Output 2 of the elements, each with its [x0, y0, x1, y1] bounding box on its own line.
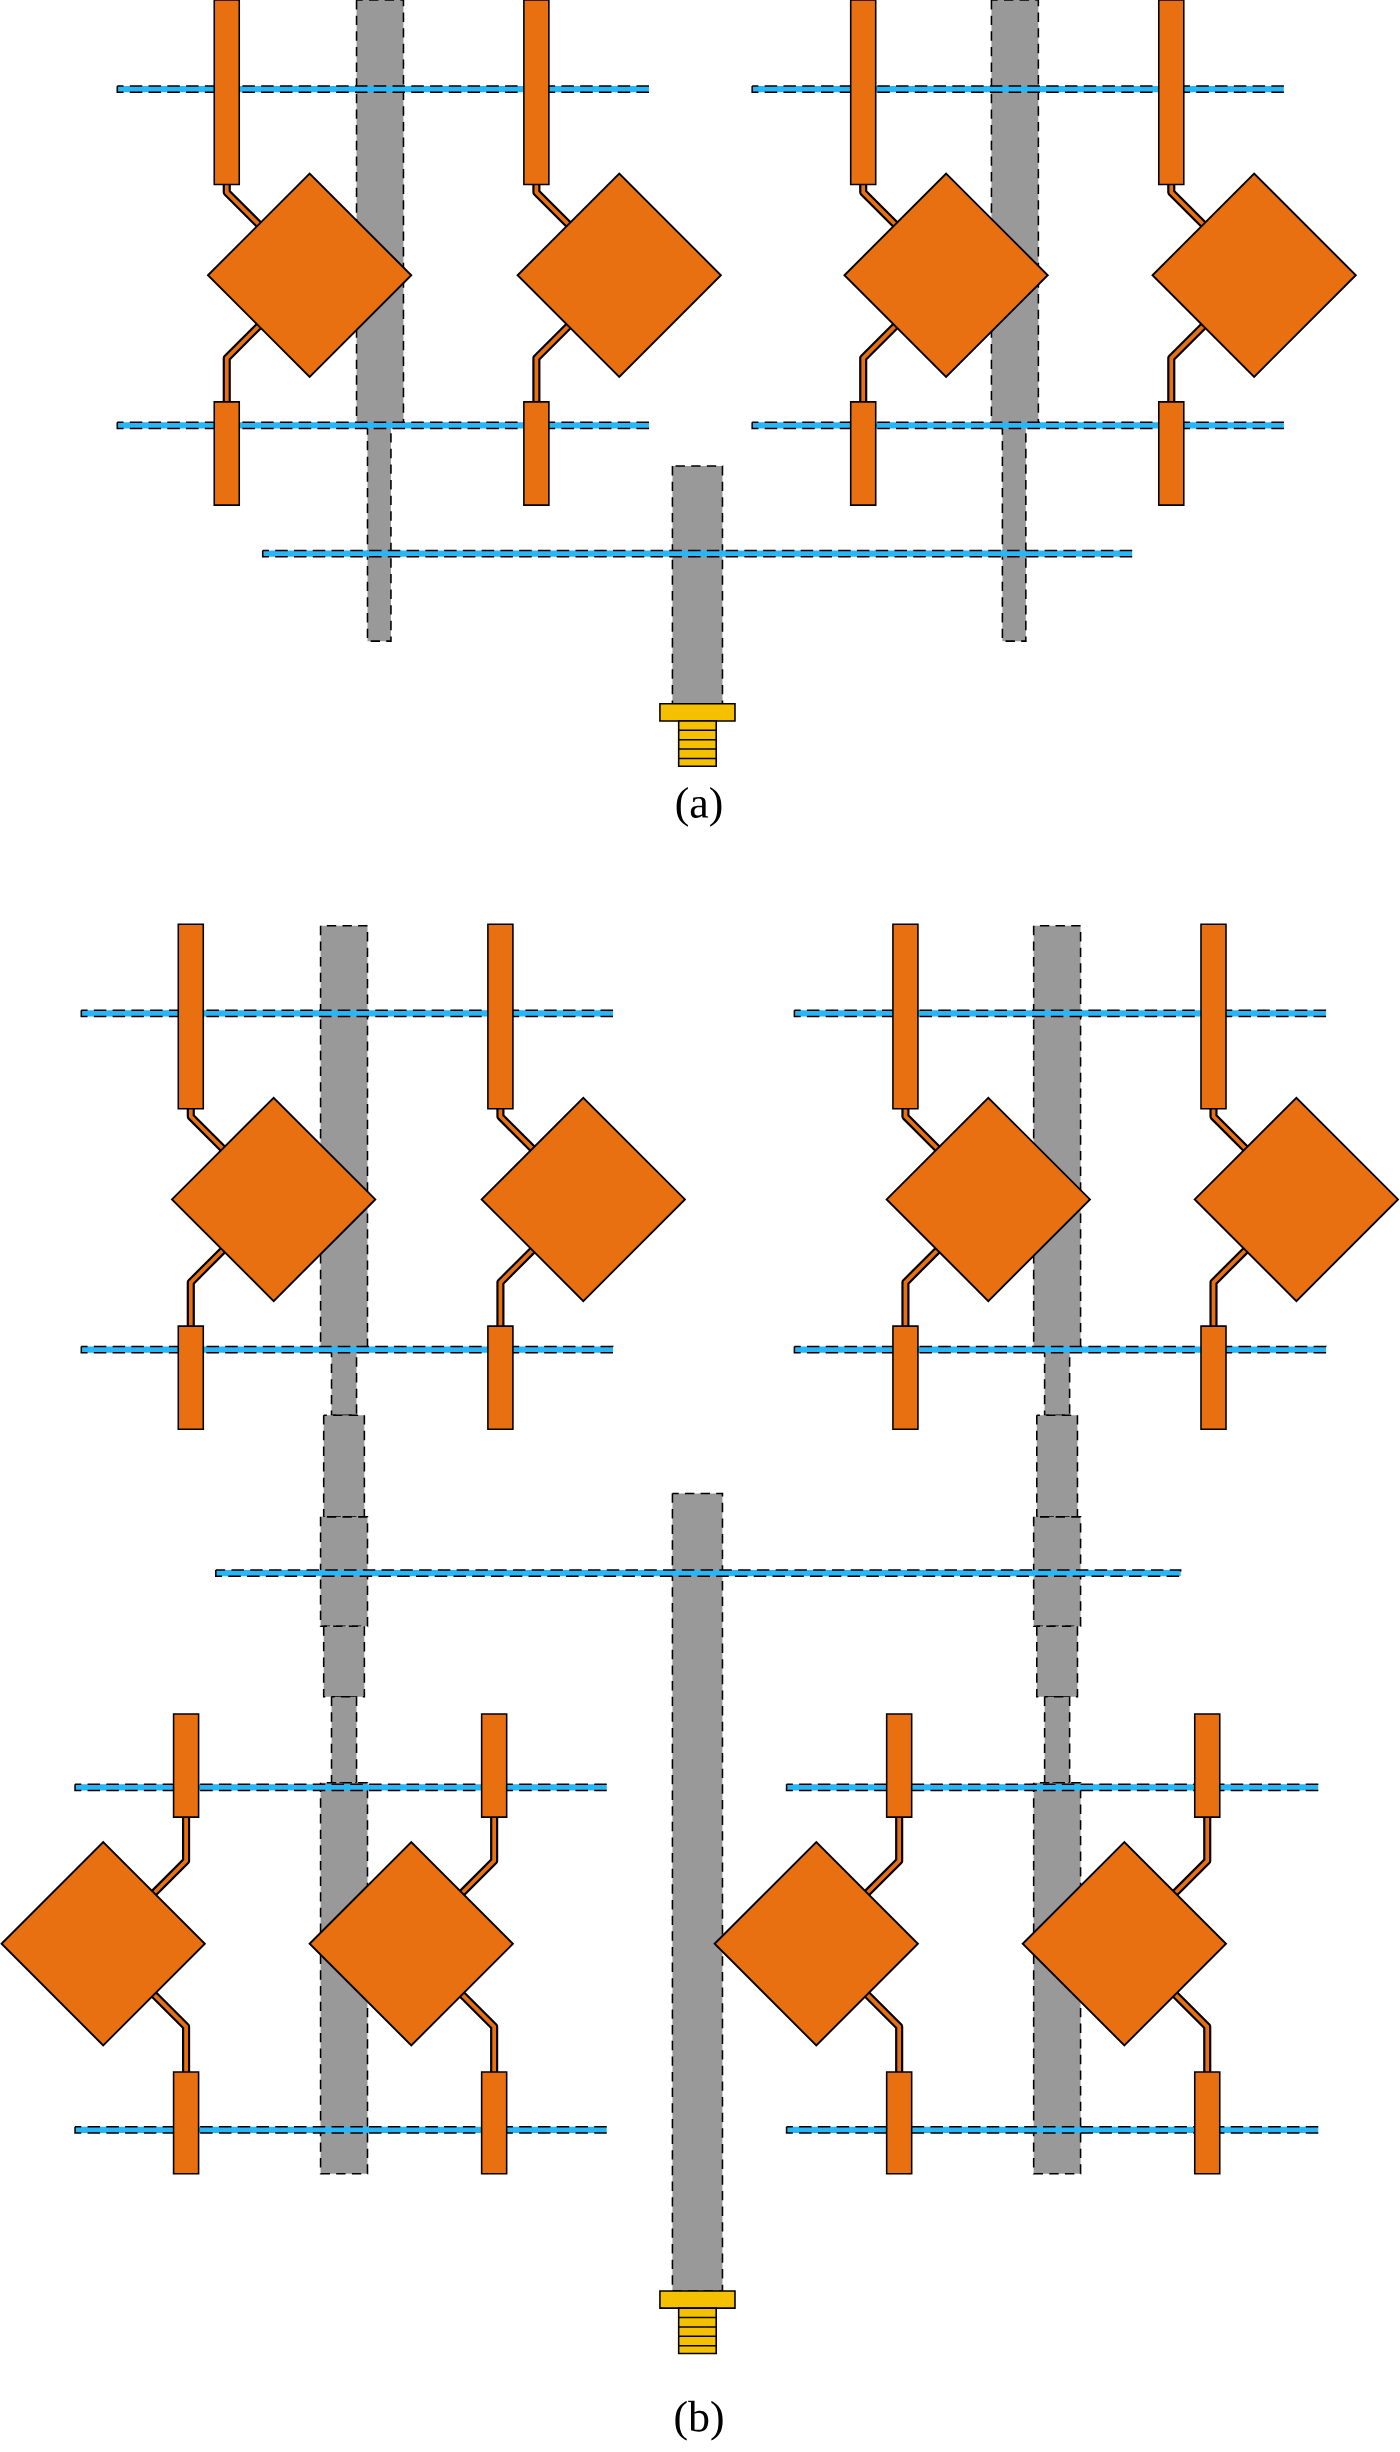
- panel-label: (a): [676, 787, 722, 827]
- panel-label: (b): [675, 2400, 723, 2441]
